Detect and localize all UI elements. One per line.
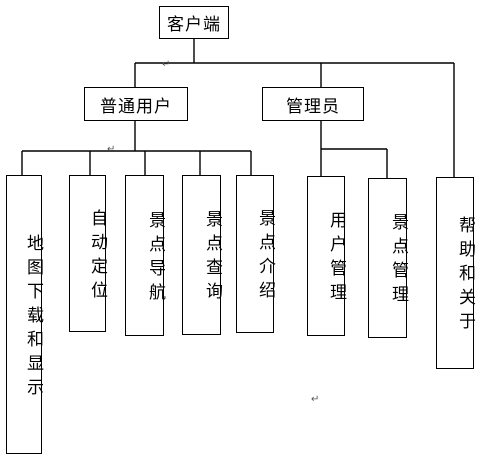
root-node-label: 客户端 <box>167 15 221 35</box>
function-node-help-about: 帮助和关于 <box>436 177 475 369</box>
function-node-label: 自动定位 <box>87 208 107 305</box>
function-node-user-management: 用户管理 <box>307 176 346 336</box>
function-node-label: 地图下载和显示 <box>23 233 43 402</box>
paragraph-mark: ↵ <box>107 144 116 155</box>
paragraph-mark: ↵ <box>162 59 171 70</box>
function-node-label: 景点查询 <box>202 210 222 306</box>
function-node-label: 景点介绍 <box>255 209 275 305</box>
group-node-label: 管理员 <box>286 96 340 117</box>
function-node-label: 帮助和关于 <box>455 216 475 336</box>
paragraph-mark: ↵ <box>311 394 320 405</box>
function-node-spot-navigation: 景点导航 <box>125 175 165 336</box>
function-node-spot-management: 景点管理 <box>368 178 408 338</box>
function-node-auto-location: 自动定位 <box>69 175 107 332</box>
function-node-label: 景点导航 <box>145 210 165 307</box>
function-node-spot-query: 景点查询 <box>182 175 222 335</box>
function-node-spot-introduction: 景点介绍 <box>236 175 275 333</box>
group-node-label: 普通用户 <box>100 96 172 117</box>
function-node-label: 用户管理 <box>326 211 346 307</box>
group-node-regular-user: 普通用户 <box>84 87 188 121</box>
root-node-client: 客户端 <box>159 6 229 39</box>
function-node-label: 景点管理 <box>388 213 408 309</box>
function-node-map-download-display: 地图下载和显示 <box>6 175 43 454</box>
group-node-administrator: 管理员 <box>262 87 364 121</box>
